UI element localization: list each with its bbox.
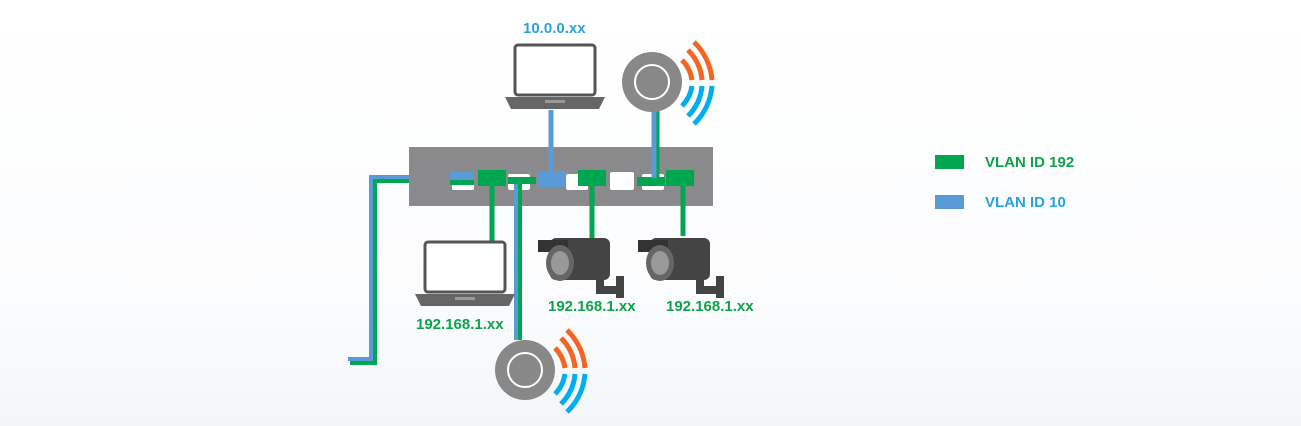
- legend-label-vlan192: VLAN ID 192: [985, 154, 1075, 171]
- laptop-top-ip-label: 10.0.0.xx: [523, 20, 586, 37]
- wireless-access-point-icon: [622, 40, 715, 126]
- camera-right-ip-label: 192.168.1.xx: [666, 298, 754, 315]
- laptop-icon: [415, 240, 515, 306]
- security-camera-icon: [638, 238, 724, 298]
- legend-label-vlan10: VLAN ID 10: [985, 194, 1066, 211]
- trunk-cable: [348, 175, 410, 365]
- laptop-icon: [505, 43, 605, 109]
- vlan-cables: [489, 108, 686, 340]
- legend-swatch-vlan10: [935, 195, 964, 209]
- legend-swatch-vlan192: [935, 155, 964, 169]
- camera-left-ip-label: 192.168.1.xx: [548, 298, 636, 315]
- network-switch-icon: [409, 147, 713, 206]
- security-camera-icon: [538, 238, 624, 298]
- laptop-bottom-ip-label: 192.168.1.xx: [416, 316, 504, 333]
- wireless-access-point-icon: [495, 328, 588, 414]
